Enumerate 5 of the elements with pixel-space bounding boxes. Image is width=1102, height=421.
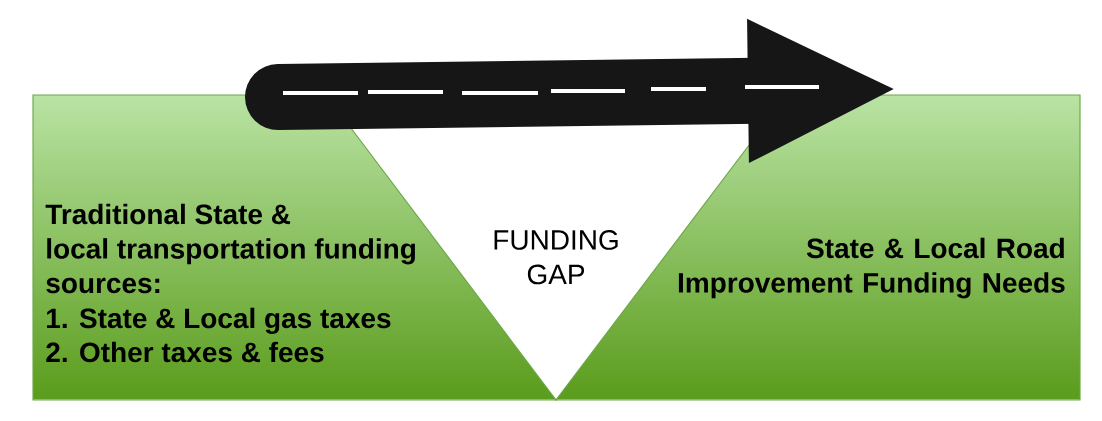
list-item: 1. State & Local gas taxes: [47, 307, 391, 334]
panel-heading: Traditional State & local transportation funding sources:: [45, 203, 415, 294]
gap-label: FUNDING GAP: [494, 230, 618, 285]
panel-text: State & Local Road Improvement Funding Needs: [678, 237, 1065, 299]
list-item: 2. Other taxes & fees: [46, 341, 324, 363]
